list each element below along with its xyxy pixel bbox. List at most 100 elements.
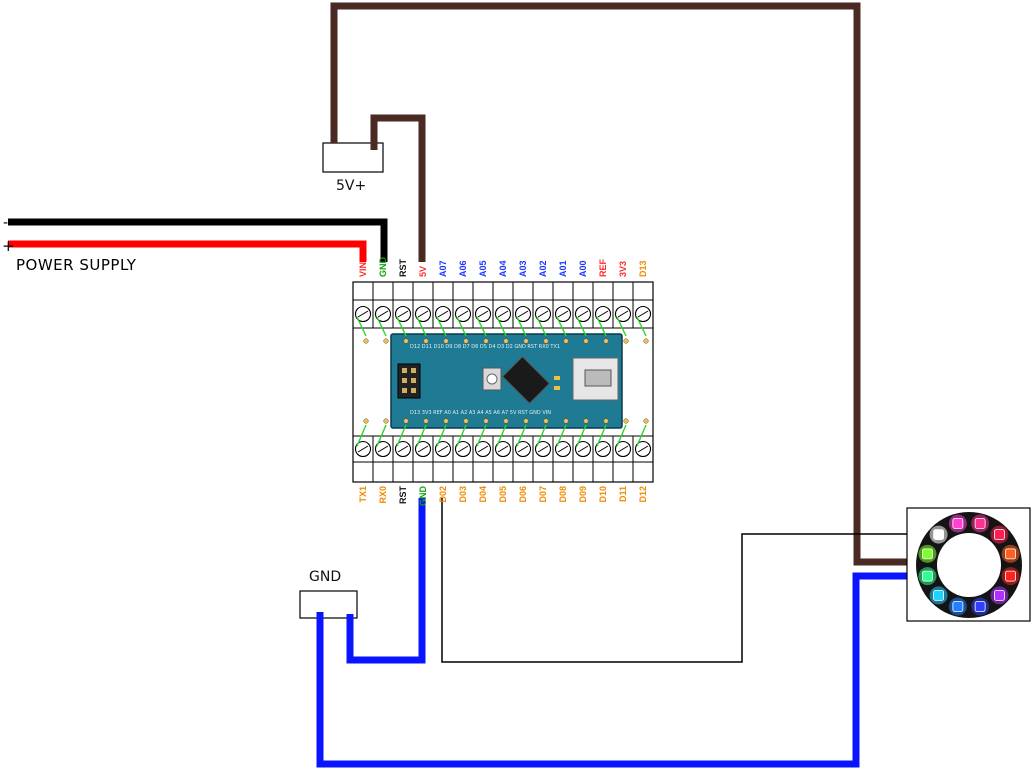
power-supply-negative-wire	[8, 218, 388, 262]
gnd-wire-to-ring	[316, 572, 912, 768]
signal-wire-d02	[441, 498, 910, 663]
pin-lead-bottom-14	[616, 424, 627, 447]
bottom-pin-label-d11: D11	[618, 486, 628, 502]
pin-lead-top-3	[396, 316, 407, 337]
top-pin-label-a07: A07	[438, 260, 448, 277]
top-pin-label-a00: A00	[578, 260, 588, 277]
bottom-pin-label-d12: D12	[638, 486, 648, 503]
power-supply-positive-wire	[8, 240, 367, 262]
usb-connector-slot	[584, 369, 612, 387]
ring-led-9	[952, 518, 964, 529]
pcb-silkscreen-top: D12 D11 D10 D9 D8 D7 D6 D5 D4 D3 D2 GND …	[410, 344, 560, 350]
pin-lead-bottom-15	[636, 424, 647, 447]
5v-wire-to-board	[370, 114, 426, 262]
pcb-led	[554, 376, 560, 380]
top-pin-label-vin: VIN	[358, 262, 368, 277]
icsp-header	[397, 363, 421, 399]
bottom-pin-label-d06: D06	[518, 486, 528, 503]
bottom-pin-label-d07: D07	[538, 486, 548, 503]
pin-lead-top-9	[516, 316, 527, 337]
gnd-wire-to-board	[346, 498, 426, 664]
terminal-grid	[354, 282, 652, 482]
pin-lead-top-4	[416, 316, 427, 337]
microcontroller-chip	[501, 355, 551, 405]
top-pin-label-rst: RST	[398, 258, 408, 277]
pin-lead-bottom-6	[456, 424, 467, 447]
ring-led-10	[974, 518, 986, 529]
pin-lead-top-11	[556, 316, 567, 337]
node-gnd-label: GND	[309, 569, 341, 585]
pin-lead-top-5	[436, 316, 447, 337]
bottom-pin-label-gnd: GND	[418, 486, 428, 507]
ring-led-4	[952, 601, 964, 612]
5v-wires	[330, 2, 912, 566]
node-gnd-box	[299, 590, 358, 619]
bottom-pin-label-tx1: TX1	[358, 486, 368, 503]
pin-lead-bottom-9	[516, 424, 527, 447]
pin-lead-top-15	[636, 316, 647, 337]
top-pin-label-a04: A04	[498, 260, 508, 277]
power-supply-minus-sign: -	[3, 215, 8, 231]
top-pin-label-gnd: GND	[378, 257, 388, 278]
power-supply-plus-sign: +	[2, 237, 15, 255]
pin-lead-top-10	[536, 316, 547, 337]
bottom-pin-label-rst: RST	[398, 485, 408, 504]
pin-lead-top-7	[476, 316, 487, 337]
pin-lead-top-2	[376, 316, 387, 337]
ring-led-8	[933, 529, 944, 540]
pcb-silkscreen-bottom: D13 3V3 REF A0 A1 A2 A3 A4 A5 A6 A7 5V R…	[410, 410, 551, 416]
bottom-pin-label-rx0: RX0	[378, 486, 388, 504]
top-pin-label-3v3: 3V3	[618, 261, 628, 277]
ring-led-12	[1005, 548, 1016, 560]
ring-led-2	[994, 590, 1005, 601]
pin-lead-top-13	[596, 316, 607, 337]
pin-lead-top-8	[496, 316, 507, 337]
power-supply-wires: - + POWER SUPPLY	[2, 215, 388, 274]
pin-lead-top-1	[356, 316, 367, 337]
ring-led-3	[974, 601, 986, 612]
pin-lead-bottom-3	[396, 424, 407, 447]
top-pin-label-a02: A02	[538, 260, 548, 277]
ring-led-5	[933, 590, 944, 601]
power-supply-label: POWER SUPPLY	[16, 256, 137, 274]
pin-lead-top-6	[456, 316, 467, 337]
bottom-pin-label-d08: D08	[558, 486, 568, 503]
top-pin-label-d13: D13	[638, 260, 648, 277]
ring-leds	[918, 514, 1020, 616]
node-5v: 5V+	[322, 142, 384, 194]
pin-lead-bottom-12	[576, 424, 587, 447]
pin-lead-bottom-8	[496, 424, 507, 447]
pin-lead-top-12	[576, 316, 587, 337]
pin-lead-bottom-13	[596, 424, 607, 447]
top-pin-label-a03: A03	[518, 260, 528, 277]
bottom-pin-label-d05: D05	[498, 486, 508, 503]
node-5v-label: 5V+	[336, 178, 366, 194]
pin-lead-bottom-2	[376, 424, 387, 447]
pin-lead-bottom-4	[416, 424, 427, 447]
ring-led-6	[922, 570, 933, 582]
ring-led-1	[1005, 570, 1016, 582]
pcb-pads	[363, 338, 649, 424]
green-leads	[356, 316, 647, 447]
pin-lead-bottom-1	[356, 424, 367, 447]
top-pin-label-ref: REF	[598, 258, 608, 277]
pin-lead-bottom-5	[436, 424, 447, 447]
pin-lead-bottom-10	[536, 424, 547, 447]
icsp-pins	[402, 368, 416, 393]
pin-lead-bottom-11	[556, 424, 567, 447]
reset-button-cap	[486, 373, 498, 385]
top-pin-label-a05: A05	[478, 260, 488, 277]
ring-led-7	[922, 548, 933, 560]
ring-led-11	[994, 529, 1005, 540]
pcb-led-2	[554, 386, 560, 390]
5v-wire-to-ring	[330, 2, 912, 566]
bottom-pin-label-d09: D09	[578, 486, 588, 503]
node-gnd: GND	[299, 569, 358, 619]
top-pin-label-5v: 5V	[418, 266, 428, 277]
bottom-pin-label-d04: D04	[478, 486, 488, 503]
arduino-nano-pcb: D12 D11 D10 D9 D8 D7 D6 D5 D4 D3 D2 GND …	[363, 333, 649, 429]
top-pin-label-a06: A06	[458, 260, 468, 277]
